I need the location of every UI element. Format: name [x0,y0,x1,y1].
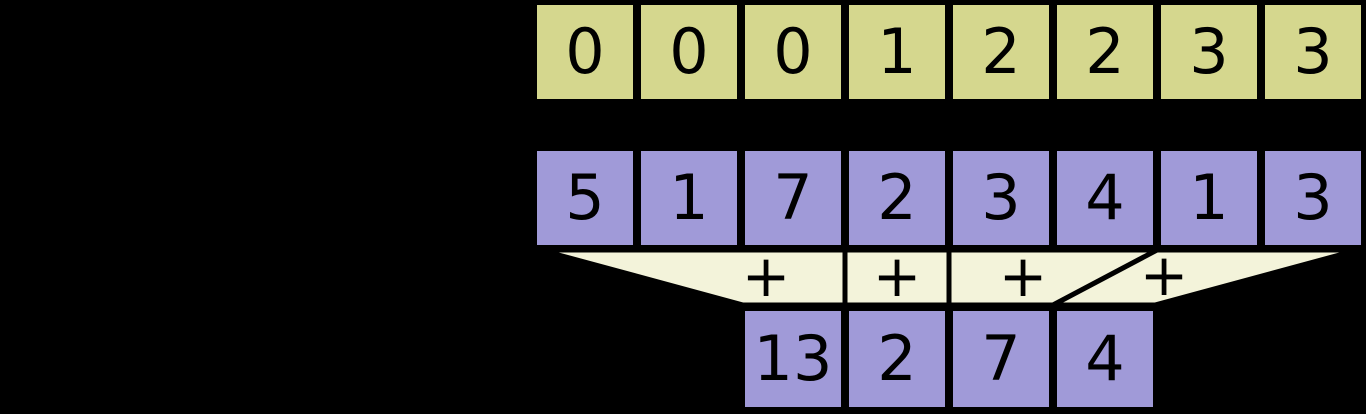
value-cell-5: 3 [949,147,1053,249]
result-cell-3: 7 [949,307,1053,411]
plus-operator-3: + [999,242,1048,310]
key-cell-4: 1 [845,1,949,103]
results-row: 13 2 7 4 [741,307,1157,411]
values-row: 5 1 7 2 3 4 1 3 [533,147,1365,249]
value-cell-2: 1 [637,147,741,249]
value-cell-1: 5 [533,147,637,249]
value-cell-3: 7 [741,147,845,249]
result-cell-4: 4 [1053,307,1157,411]
key-cell-8: 3 [1261,1,1365,103]
key-cell-5: 2 [949,1,1053,103]
key-cell-1: 0 [533,1,637,103]
value-cell-6: 4 [1053,147,1157,249]
key-cell-3: 0 [741,1,845,103]
plus-operator-4: + [1140,241,1189,309]
result-cell-1: 13 [741,307,845,411]
value-cell-7: 1 [1157,147,1261,249]
key-cell-7: 3 [1157,1,1261,103]
plus-operator-1: + [742,242,791,310]
keys-row: 0 0 0 1 2 2 3 3 [533,1,1365,103]
result-cell-2: 2 [845,307,949,411]
plus-operator-2: + [873,242,922,310]
value-cell-4: 2 [845,147,949,249]
key-cell-6: 2 [1053,1,1157,103]
funnel-divider-slanted [1051,247,1159,308]
key-cell-2: 0 [637,1,741,103]
value-cell-8: 3 [1261,147,1365,249]
